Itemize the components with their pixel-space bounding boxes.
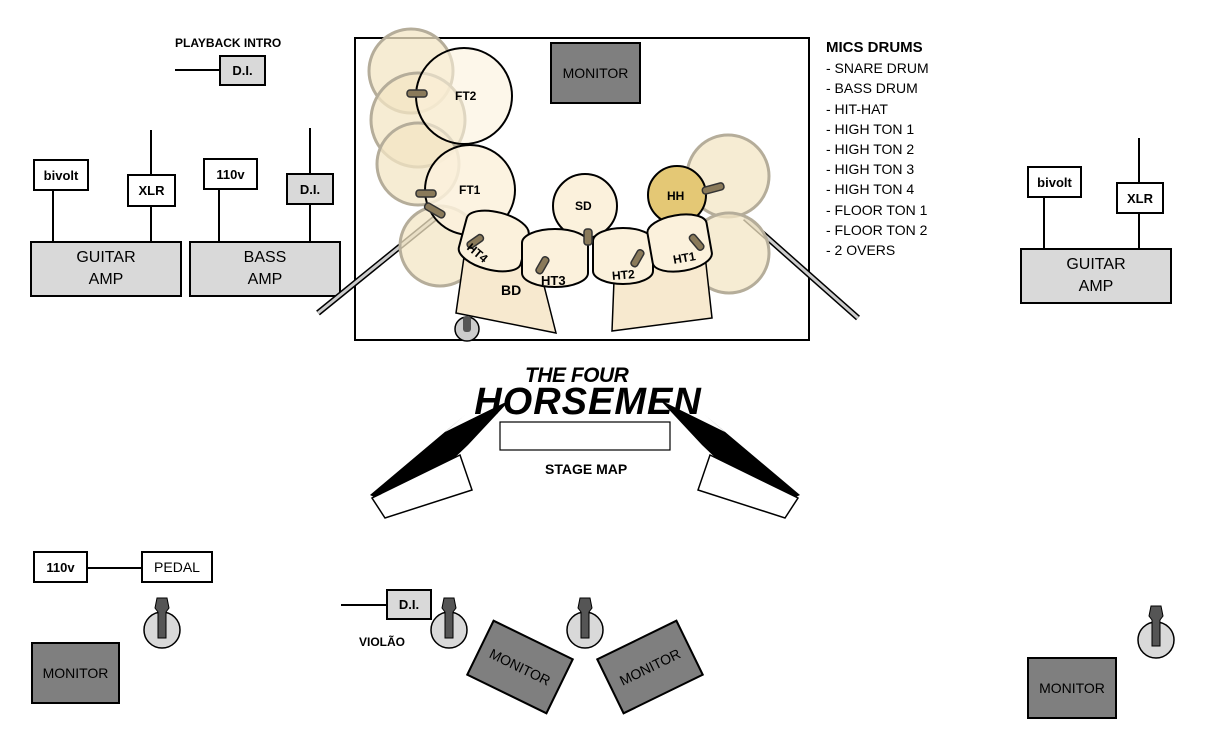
playback-intro-label: PLAYBACK INTRO (175, 36, 282, 50)
amp-label-line2: AMP (1078, 278, 1114, 295)
mic-icon (466, 233, 485, 250)
drum-label-bd: BD (501, 282, 522, 298)
cable (341, 604, 387, 606)
front-110v-box: 110v (33, 551, 88, 583)
amp-label-line2: AMP (247, 271, 283, 288)
cable (88, 567, 142, 569)
right-bivolt-box: bivolt (1027, 166, 1082, 198)
amp-label-line1: GUITAR (1066, 256, 1126, 273)
drum-label-hh: HH (667, 189, 685, 203)
playback-cable (175, 69, 221, 71)
mic-icon (583, 228, 593, 246)
high-tom-1 (646, 213, 713, 273)
cable (218, 189, 220, 242)
list-item: - SNARE DRUM (826, 60, 929, 77)
amp-label-line1: BASS (243, 249, 287, 266)
stage-map-caption: STAGE MAP (545, 461, 628, 477)
high-tom-4 (457, 209, 530, 273)
pedal-box: PEDAL (141, 551, 213, 583)
cable (150, 130, 152, 176)
monitor-right: MONITOR (1027, 657, 1117, 719)
list-item: - FLOOR TON 2 (826, 221, 928, 238)
bass-110v-box: 110v (203, 158, 258, 190)
vocal-mic-icon (430, 597, 468, 649)
drum-label-ht3: HT3 (541, 273, 566, 288)
right-guitar-amp: GUITAR AMP (1020, 248, 1172, 304)
cable (1138, 138, 1140, 183)
list-item: - FLOOR TON 1 (826, 201, 928, 218)
list-item: - BASS DRUM (826, 80, 918, 97)
vocal-mic-icon (1137, 605, 1175, 659)
guitar-xlr-box: XLR (127, 174, 176, 207)
band-logo (370, 400, 800, 519)
violao-di-box: D.I. (386, 589, 432, 620)
high-tom-2 (592, 227, 654, 285)
amp-label-line1: GUITAR (76, 249, 136, 266)
mic-icon (701, 182, 725, 195)
logo-line1: THE FOUR (525, 364, 629, 387)
monitor-left: MONITOR (31, 642, 120, 704)
left-guitar-amp: GUITAR AMP (30, 241, 182, 297)
mic-icon (535, 256, 550, 275)
cable (150, 206, 152, 242)
list-item: - HIGH TON 1 (826, 120, 915, 137)
list-item: - HIGH TON 3 (826, 161, 915, 178)
drum-monitor: MONITOR (550, 42, 641, 104)
mic-icon (630, 249, 645, 268)
list-item: - HIGH TON 2 (826, 141, 915, 158)
logo-line2: HORSEMEN (474, 381, 702, 423)
mics-drums-list: MICS DRUMS - SNARE DRUM - BASS DRUM - HI… (826, 38, 929, 260)
amp-label-line2: AMP (88, 271, 124, 288)
guitar-bivolt-box: bivolt (33, 159, 89, 191)
cable (309, 204, 311, 242)
right-xlr-box: XLR (1116, 182, 1164, 214)
drum-label-ft1: FT1 (459, 183, 481, 197)
cable (1138, 213, 1140, 249)
mic-icon (688, 233, 705, 251)
drum-label-ft2: FT2 (455, 89, 477, 103)
list-item: - HIGH TON 4 (826, 181, 915, 198)
cable (1043, 197, 1045, 249)
mics-drums-title: MICS DRUMS (826, 39, 923, 56)
drum-label-sd: SD (575, 199, 592, 213)
mic-icon (423, 202, 446, 219)
mic-icon (463, 316, 471, 332)
vocal-mic-icon (566, 597, 604, 649)
mic-icon (406, 89, 428, 98)
vocal-mic-icon (143, 597, 181, 649)
mic-icon (415, 189, 437, 198)
list-item: - HIT-HAT (826, 100, 888, 117)
drum-riser (354, 37, 810, 341)
violao-label: VIOLÃO (359, 635, 406, 649)
cable (309, 128, 311, 174)
list-item: - 2 OVERS (826, 242, 896, 259)
cable (52, 190, 54, 242)
playback-di-box: D.I. (219, 55, 266, 86)
bass-amp: BASS AMP (189, 241, 341, 297)
